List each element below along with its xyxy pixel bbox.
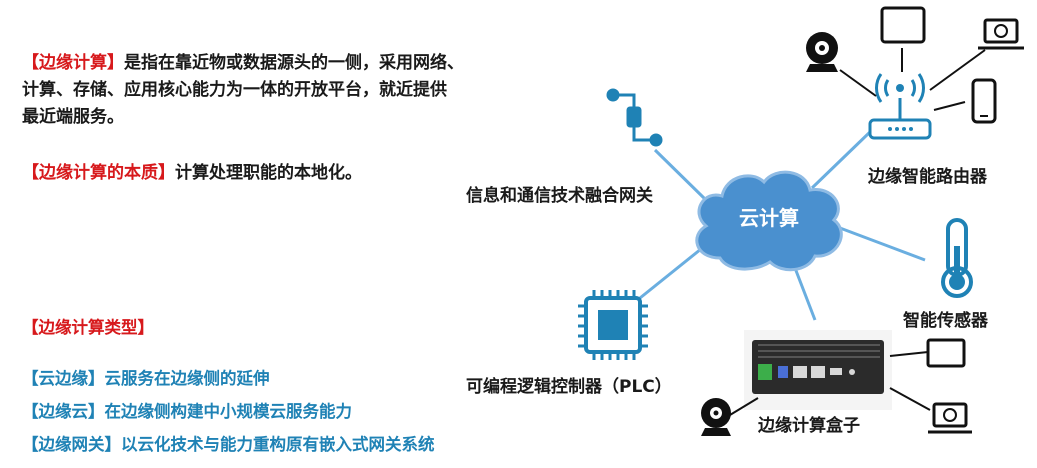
cloud-label: 云计算 [739, 206, 799, 230]
monitor-icon [928, 340, 964, 366]
chip-icon [578, 290, 648, 360]
link-plc [640, 245, 706, 298]
cloud-icon: 云计算 [697, 172, 842, 270]
edge-box-label: 边缘计算盒子 [758, 411, 860, 436]
webcam-icon-2 [701, 398, 731, 436]
link-sensor [832, 225, 925, 260]
plc-label: 可编程逻辑控制器（PLC） [466, 372, 672, 397]
router-label: 边缘智能路由器 [868, 162, 987, 187]
laptop-icon-2 [928, 404, 972, 432]
phone-icon [973, 80, 995, 122]
gateway-label: 信息和通信技术融合网关 [466, 181, 653, 206]
router-lights [888, 127, 913, 131]
link-router [812, 132, 870, 188]
thermometer-icon [943, 220, 971, 296]
sensor-label: 智能传感器 [903, 306, 988, 331]
webcam-icon [806, 32, 838, 72]
laptop-icon [978, 20, 1024, 48]
link-gateway [655, 150, 706, 200]
router-antenna-dot [896, 84, 904, 92]
network-node-icon [608, 90, 661, 145]
edge-box-device [744, 330, 892, 410]
tablet-icon [882, 8, 924, 42]
router-icon [870, 74, 930, 138]
